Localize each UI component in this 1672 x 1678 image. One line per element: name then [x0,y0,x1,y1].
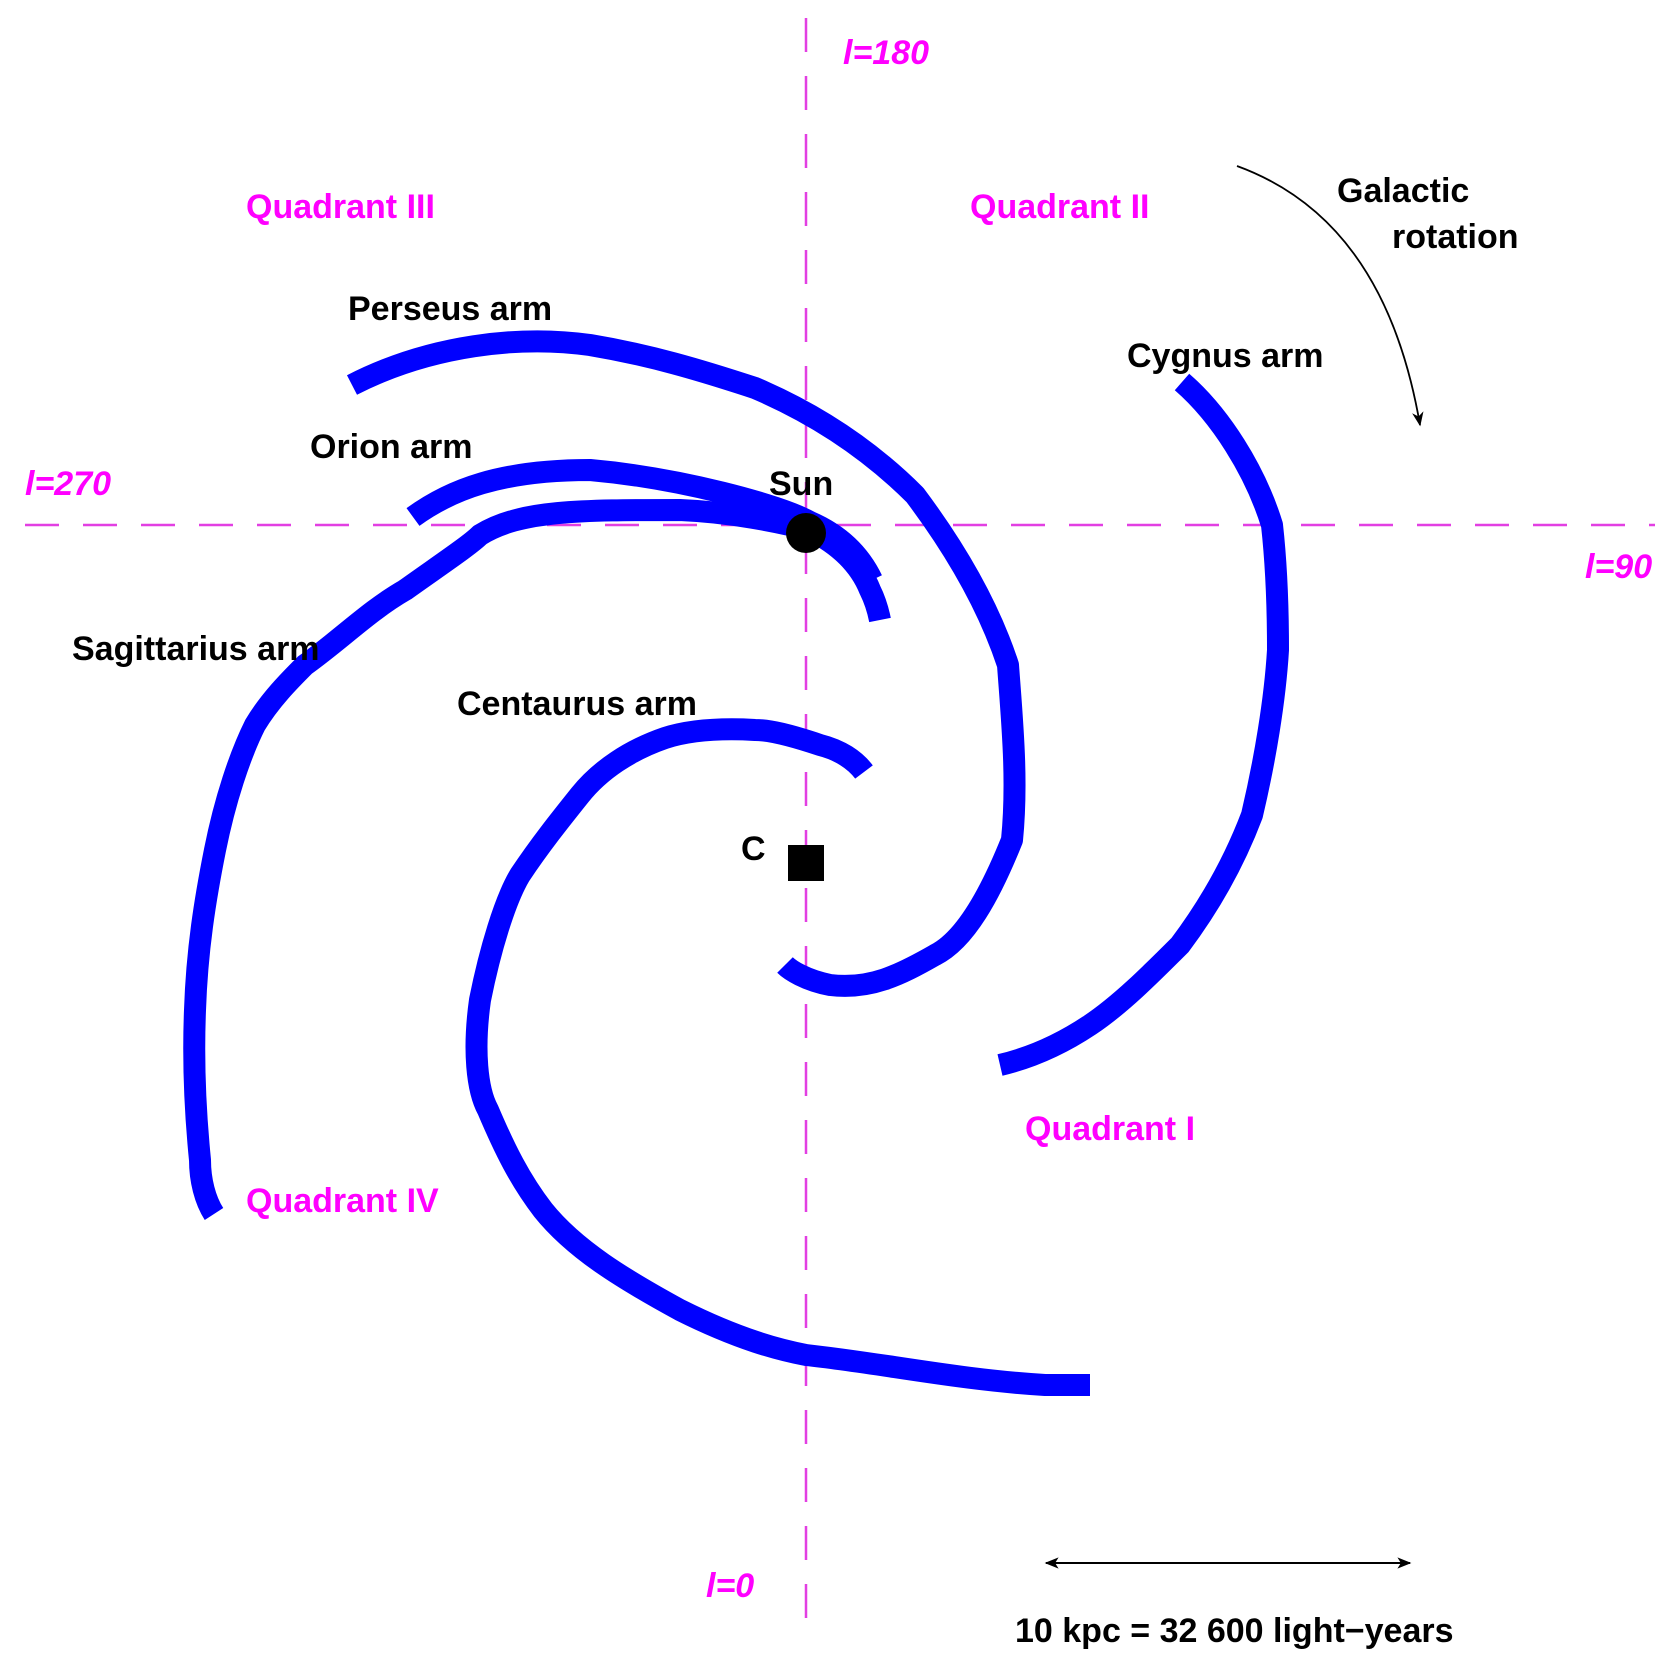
label-l270: l=270 [25,465,111,503]
sagittarius-arm-label: Sagittarius arm [72,630,320,668]
quadrant-iv-label: Quadrant IV [246,1182,439,1220]
perseus-arm-label: Perseus arm [348,290,552,328]
scale-label: 10 kpc = 32 600 light−years [1015,1612,1454,1650]
perseus-arm-curve [346,330,1026,997]
sun-label: Sun [769,465,833,503]
centaurus-arm-label: Centaurus arm [457,685,697,723]
rotation-arrow [1236,165,1424,427]
rotation-label-line2: rotation [1392,218,1519,256]
orion-arm-label: Orion arm [310,428,472,466]
rotation-label-line1: Galactic [1337,172,1469,210]
center-label: C [741,830,766,868]
centaurus-arm-curve [465,718,1090,1396]
cygnus-arm-label: Cygnus arm [1127,337,1324,375]
quadrant-iii-label: Quadrant III [246,188,435,226]
quadrant-i-label: Quadrant I [1025,1110,1195,1148]
label-l90: l=90 [1585,548,1652,586]
sun-marker [786,513,826,553]
cygnus-arm-curve [997,373,1289,1076]
label-l180: l=180 [843,34,929,72]
quadrant-ii-label: Quadrant II [970,188,1149,226]
galactic-center-marker [788,845,824,881]
label-l0: l=0 [706,1567,754,1605]
